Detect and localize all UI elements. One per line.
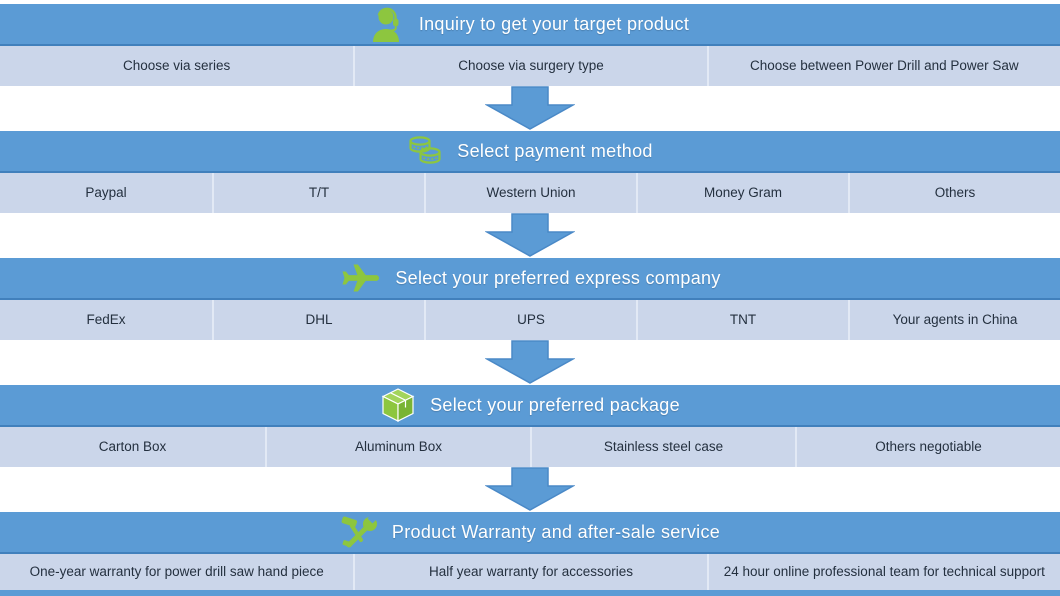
section-payment: Select payment method Paypal T/T Western… bbox=[0, 131, 1060, 213]
option-cell: Your agents in China bbox=[848, 300, 1060, 340]
section-inquiry: Inquiry to get your target product Choos… bbox=[0, 4, 1060, 86]
down-arrow-icon bbox=[485, 340, 575, 384]
option-cell: Money Gram bbox=[636, 173, 848, 213]
section-title: Select payment method bbox=[457, 140, 653, 161]
option-cell: 24 hour online professional team for tec… bbox=[706, 554, 1060, 590]
flow-arrow bbox=[0, 213, 1060, 258]
option-cell: FedEx bbox=[86, 311, 126, 327]
options-row: FedEx DHL UPS TNT Your agents in China bbox=[0, 300, 1060, 340]
section-header: Select your preferred package bbox=[0, 385, 1060, 427]
option-cell: Western Union bbox=[424, 173, 636, 213]
option-cell: UPS bbox=[424, 300, 636, 340]
option-cell: Carton Box bbox=[98, 438, 167, 454]
bottom-accent-bar bbox=[0, 590, 1060, 596]
support-agent-icon bbox=[371, 6, 405, 42]
option-cell: TNT bbox=[636, 300, 848, 340]
section-header: Select your preferred express company bbox=[0, 258, 1060, 300]
flow-arrow bbox=[0, 86, 1060, 131]
option-cell: Choose between Power Drill and Power Saw bbox=[706, 46, 1060, 86]
option-cell: Others negotiable bbox=[795, 427, 1060, 467]
down-arrow-icon bbox=[485, 86, 575, 130]
section-header: Product Warranty and after-sale service bbox=[0, 512, 1060, 554]
option-cell: Half year warranty for accessories bbox=[353, 554, 706, 590]
option-cell: Choose via series bbox=[123, 57, 231, 73]
option-cell: DHL bbox=[212, 300, 424, 340]
option-cell: Stainless steel case bbox=[530, 427, 795, 467]
option-cell: Aluminum Box bbox=[265, 427, 530, 467]
airplane-icon bbox=[339, 263, 381, 293]
section-title: Select your preferred package bbox=[430, 394, 680, 415]
option-cell: T/T bbox=[212, 173, 424, 213]
option-cell: Choose via surgery type bbox=[353, 46, 706, 86]
down-arrow-icon bbox=[485, 213, 575, 257]
coins-icon bbox=[407, 135, 443, 167]
section-title: Product Warranty and after-sale service bbox=[391, 521, 721, 542]
option-cell: Others bbox=[848, 173, 1060, 213]
section-title: Inquiry to get your target product bbox=[418, 13, 690, 34]
options-row: Paypal T/T Western Union Money Gram Othe… bbox=[0, 173, 1060, 213]
flow-arrow bbox=[0, 467, 1060, 512]
options-row: Choose via series Choose via surgery typ… bbox=[0, 46, 1060, 86]
package-box-icon bbox=[380, 387, 416, 423]
option-cell: Paypal bbox=[85, 184, 127, 200]
options-row: Carton Box Aluminum Box Stainless steel … bbox=[0, 427, 1060, 467]
section-header: Inquiry to get your target product bbox=[0, 4, 1060, 46]
section-header: Select payment method bbox=[0, 131, 1060, 173]
down-arrow-icon bbox=[485, 467, 575, 511]
repair-tools-icon bbox=[340, 514, 378, 550]
section-warranty: Product Warranty and after-sale service … bbox=[0, 512, 1060, 590]
section-package: Select your preferred package Carton Box… bbox=[0, 385, 1060, 467]
section-express: Select your preferred express company Fe… bbox=[0, 258, 1060, 340]
options-row: One-year warranty for power drill saw ha… bbox=[0, 554, 1060, 590]
section-title: Select your preferred express company bbox=[395, 267, 721, 288]
flow-arrow bbox=[0, 340, 1060, 385]
option-cell: One-year warranty for power drill saw ha… bbox=[29, 563, 324, 579]
